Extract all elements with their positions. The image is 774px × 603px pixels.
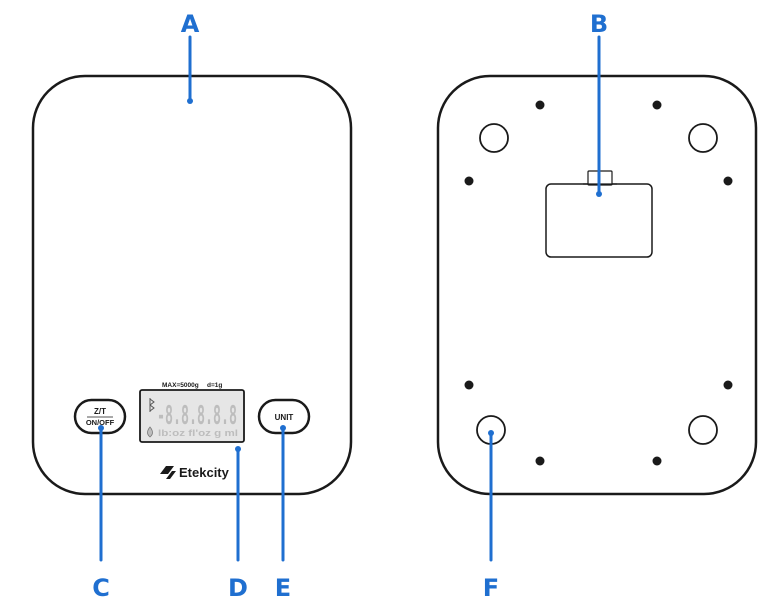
callout-a: A bbox=[181, 10, 200, 38]
drop-icon bbox=[147, 426, 153, 438]
etekcity-logo-icon bbox=[160, 466, 176, 479]
battery-compartment[interactable] bbox=[545, 170, 653, 258]
callout-d: D bbox=[228, 574, 248, 602]
bluetooth-icon bbox=[149, 398, 155, 412]
callout-c: C bbox=[92, 574, 110, 602]
back-screws bbox=[464, 100, 733, 466]
zero-power-button[interactable]: Z/T ON/OFF bbox=[73, 398, 127, 435]
power-button-label: ON/OFF bbox=[86, 418, 115, 427]
scale-back-body bbox=[436, 74, 758, 496]
lcd-units: lb:oz fl'oz g ml bbox=[158, 428, 238, 438]
division-text: d=1g bbox=[207, 382, 222, 389]
callout-e: E bbox=[275, 574, 291, 602]
capacity-text: MAX=5000g bbox=[162, 382, 199, 389]
callout-lines bbox=[99, 35, 601, 562]
lcd-digits: -8.8.8.8.8 bbox=[157, 401, 237, 431]
scale-front-body bbox=[31, 74, 353, 496]
brand-name: Etekcity bbox=[179, 465, 230, 480]
callout-dots bbox=[98, 98, 602, 452]
callout-b: B bbox=[590, 10, 608, 38]
lcd-display: -8.8.8.8.8 lb:oz fl'oz g ml bbox=[139, 389, 245, 443]
unit-button[interactable]: UNIT bbox=[257, 398, 311, 435]
zero-button-label: Z/T bbox=[94, 407, 106, 416]
brand-logo: Etekcity bbox=[160, 465, 230, 480]
unit-button-label: UNIT bbox=[275, 413, 294, 422]
callout-f: F bbox=[483, 574, 499, 602]
